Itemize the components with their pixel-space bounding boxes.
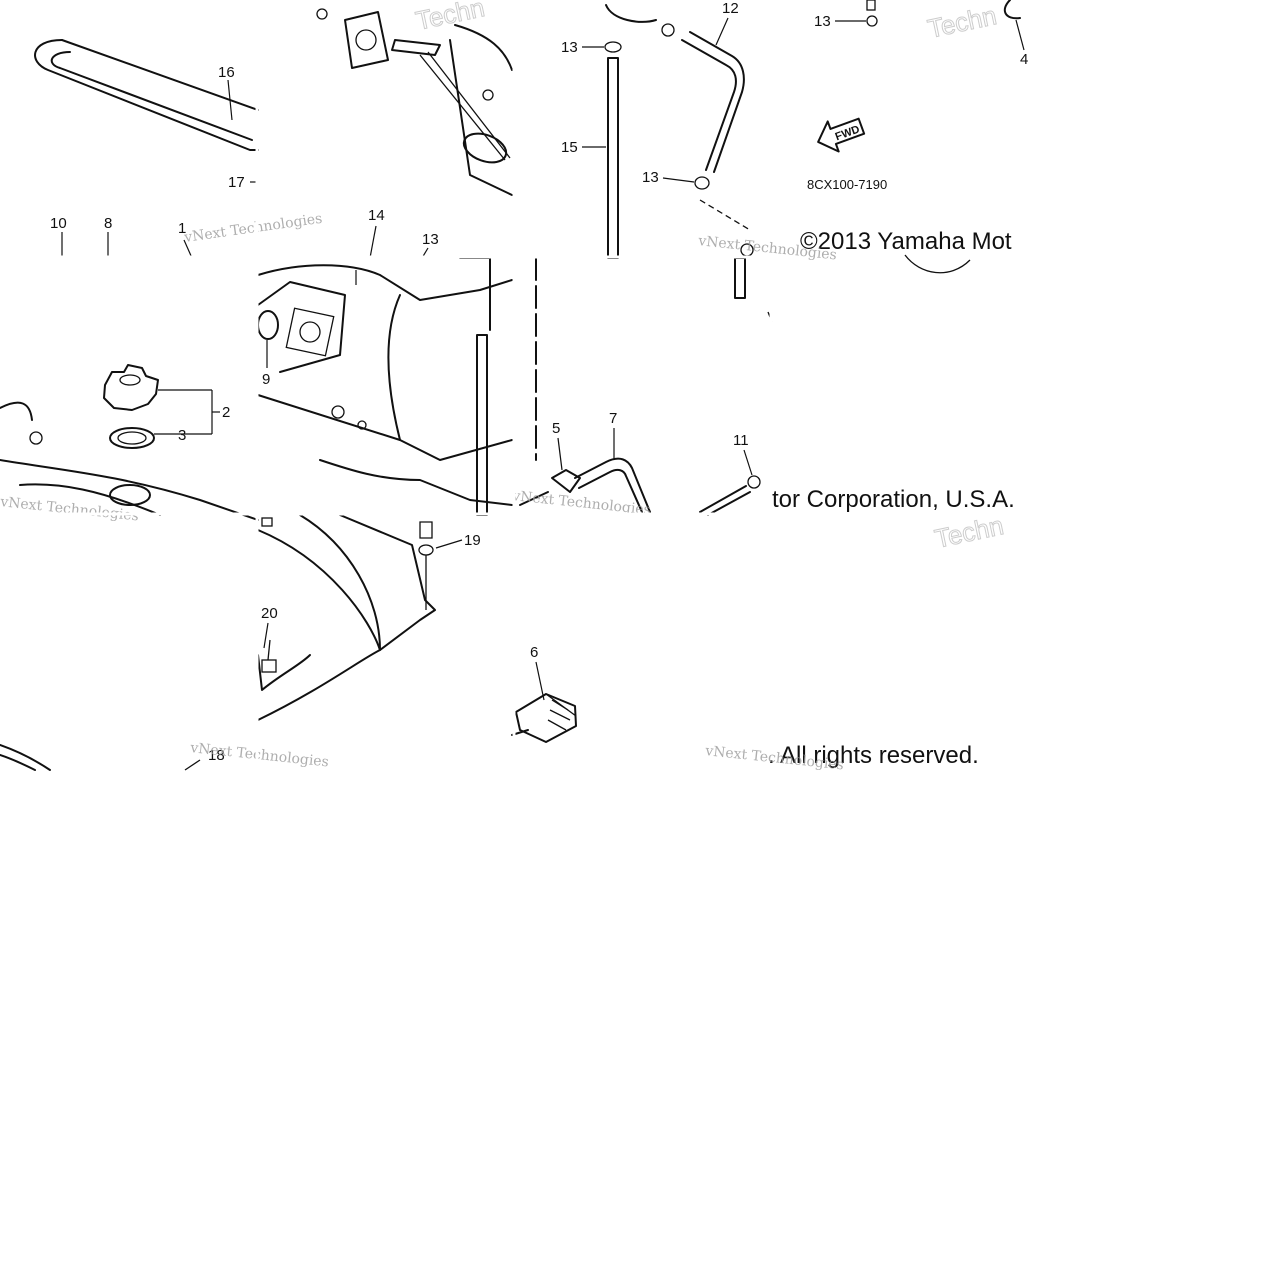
copyright-line-3: . All rights reserved. [768,742,979,769]
callout-4: 4 [1020,51,1028,68]
fuel-cap [0,364,259,521]
tank-side-panel [257,514,436,721]
callout-16: 16 [218,64,235,81]
callout-1: 1 [178,220,186,237]
callout-13d: 13 [422,231,439,248]
callout-2: 2 [222,404,230,421]
tank-bottom-left [0,744,201,771]
callout-9: 9 [262,371,270,388]
fuel-tank [257,257,513,516]
copyright-line-1: ©2013 Yamaha Mot [800,228,1012,255]
fuel-filter [511,693,577,743]
fuel-sender-unit [316,8,513,196]
callout-7: 7 [609,410,617,427]
watermark-7: Techn [413,0,487,36]
callout-12: 12 [722,0,739,17]
callout-17: 17 [228,174,245,191]
callout-5: 5 [552,420,560,437]
callout-13c: 13 [814,13,831,30]
callout-3: 3 [178,427,186,444]
watermark-9: Techn [932,510,1006,554]
callout-15: 15 [561,139,578,156]
callout-18: 18 [208,747,225,764]
fwd-arrow-icon: FWD [817,117,866,153]
callout-8: 8 [104,215,112,232]
watermark-5: vNext Technologies [189,740,330,771]
callout-14: 14 [368,207,385,224]
fuel-joint [519,257,651,513]
callout-6: 6 [530,644,538,661]
fuel-hoses [604,4,754,299]
callout-19: 19 [464,532,481,549]
callout-13a: 13 [561,39,578,56]
callout-10: 10 [50,215,67,232]
callout-13b: 13 [642,169,659,186]
tile-seams [0,0,773,770]
copyright-line-2: tor Corporation, U.S.A. [772,486,1015,513]
callout-20: 20 [261,605,278,622]
fuel-tank-strap [34,39,259,151]
drawing-code: 8CX100-7190 [807,177,887,192]
watermark-8: Techn [925,0,999,44]
fuel-return-hose [699,475,761,516]
watermarks: vNext Technologies vNext Technologies vN… [0,0,1007,774]
watermark-1: vNext Technologies [182,211,323,246]
callout-11: 11 [733,432,749,449]
